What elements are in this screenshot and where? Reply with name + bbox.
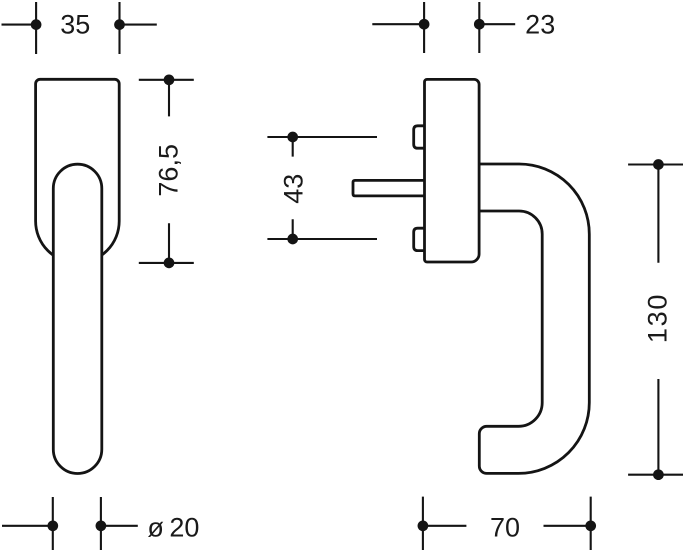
svg-text:43: 43 bbox=[278, 174, 308, 204]
svg-text:70: 70 bbox=[490, 512, 520, 542]
svg-text:35: 35 bbox=[60, 9, 90, 39]
svg-text:ø 20: ø 20 bbox=[147, 512, 199, 542]
svg-text:23: 23 bbox=[525, 9, 555, 39]
svg-text:130: 130 bbox=[643, 293, 673, 343]
svg-text:76,5: 76,5 bbox=[153, 144, 183, 197]
